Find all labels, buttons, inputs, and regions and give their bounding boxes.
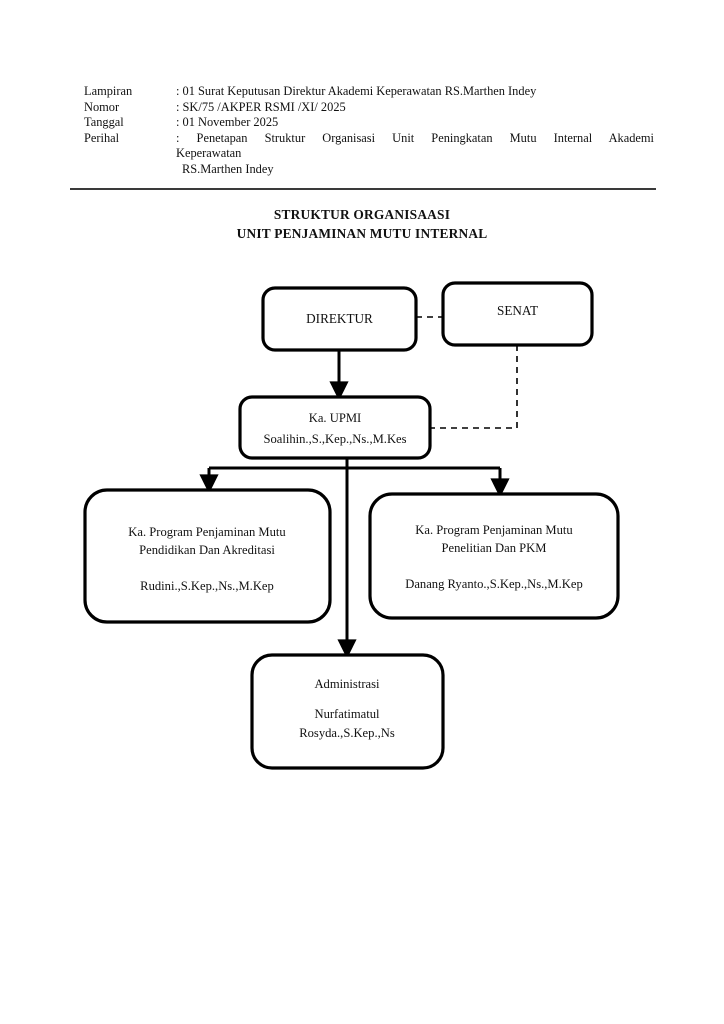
- page-title: STRUKTUR ORGANISAASI UNIT PENJAMINAN MUT…: [0, 205, 724, 243]
- memo-label-perihal: Perihal: [84, 130, 120, 145]
- memo-label-tanggal: Tanggal: [84, 115, 124, 130]
- node-administrasi-name-line2: Rosyda.,S.Kep.,Ns: [299, 726, 395, 740]
- memo-value-lampiran: : 01 Surat Keputusan Direktur Akademi Ke…: [176, 84, 537, 98]
- node-direktur-label: DIREKTUR: [306, 311, 373, 326]
- node-ka-program-penelitian-title-line1: Ka. Program Penjaminan Mutu: [415, 523, 573, 537]
- node-senat[interactable]: SENAT: [441, 281, 594, 347]
- memo-header: Lampiran : 01 Surat Keputusan Direktur A…: [84, 84, 654, 178]
- node-administrasi-name-line1: Nurfatimatul: [314, 707, 380, 721]
- node-ka-program-pendidikan-box[interactable]: [83, 488, 332, 624]
- memo-perihal-line2: Keperawatan: [176, 146, 242, 161]
- node-ka-upmi[interactable]: Ka. UPMI Soalihin.,S.,Kep.,Ns.,M.Kes: [238, 395, 432, 460]
- node-direktur[interactable]: DIREKTUR: [261, 286, 418, 352]
- connector-upmi-to-programs: [199, 466, 510, 498]
- node-ka-upmi-name: Soalihin.,S.,Kep.,Ns.,M.Kes: [263, 432, 406, 446]
- memo-label-lampiran: Lampiran: [84, 84, 133, 98]
- node-administrasi[interactable]: Administrasi Nurfatimatul Rosyda.,S.Kep.…: [250, 653, 445, 770]
- header-divider: [70, 188, 656, 190]
- memo-value-tanggal: : 01 November 2025: [176, 115, 279, 130]
- memo-label-nomor: Nomor: [84, 99, 120, 114]
- node-ka-program-pendidikan-title-line2: Pendidikan Dan Akreditasi: [139, 543, 275, 557]
- node-ka-program-penelitian-name: Danang Ryanto.,S.Kep.,Ns.,M.Kep: [405, 577, 583, 591]
- page-title-line2: UNIT PENJAMINAN MUTU INTERNAL: [236, 226, 488, 241]
- node-ka-program-pendidikan-name: Rudini.,S.Kep.,Ns.,M.Kep: [140, 579, 274, 593]
- memo-row-nomor: Nomor : SK/75 /AKPER RSMI /XI/ 2025: [84, 100, 654, 116]
- memo-value-nomor: : SK/75 /AKPER RSMI /XI/ 2025: [176, 99, 346, 114]
- memo-value-perihal: : Penetapan Struktur Organisasi Unit Pen…: [176, 130, 654, 145]
- node-ka-program-pendidikan[interactable]: Ka. Program Penjaminan Mutu Pendidikan D…: [83, 488, 332, 624]
- org-chart: DIREKTUR SENAT Ka. UPMI Soalihin.,S.,Kep…: [0, 270, 724, 790]
- memo-row-lampiran: Lampiran : 01 Surat Keputusan Direktur A…: [84, 84, 654, 100]
- node-ka-program-penelitian-box[interactable]: [368, 492, 620, 620]
- node-ka-upmi-box[interactable]: [238, 395, 432, 460]
- node-senat-label: SENAT: [497, 303, 538, 318]
- node-ka-program-pendidikan-title-line1: Ka. Program Penjaminan Mutu: [128, 525, 286, 539]
- memo-perihal-line3: RS.Marthen Indey: [182, 161, 274, 176]
- connector-senat-to-upmi: [430, 345, 518, 429]
- node-administrasi-box[interactable]: [250, 653, 445, 770]
- node-direktur-box[interactable]: [261, 286, 418, 352]
- node-administrasi-title: Administrasi: [314, 677, 380, 691]
- node-ka-program-penelitian[interactable]: Ka. Program Penjaminan Mutu Penelitian D…: [368, 492, 620, 620]
- node-ka-program-penelitian-title-line2: Penelitian Dan PKM: [442, 541, 547, 555]
- page-title-line1: STRUKTUR ORGANISAASI: [273, 207, 451, 222]
- memo-row-tanggal: Tanggal : 01 November 2025: [84, 115, 654, 131]
- node-ka-upmi-title: Ka. UPMI: [309, 411, 361, 425]
- node-senat-box[interactable]: [441, 281, 594, 347]
- memo-row-perihal: Perihal : Penetapan Struktur Organisasi …: [84, 131, 654, 147]
